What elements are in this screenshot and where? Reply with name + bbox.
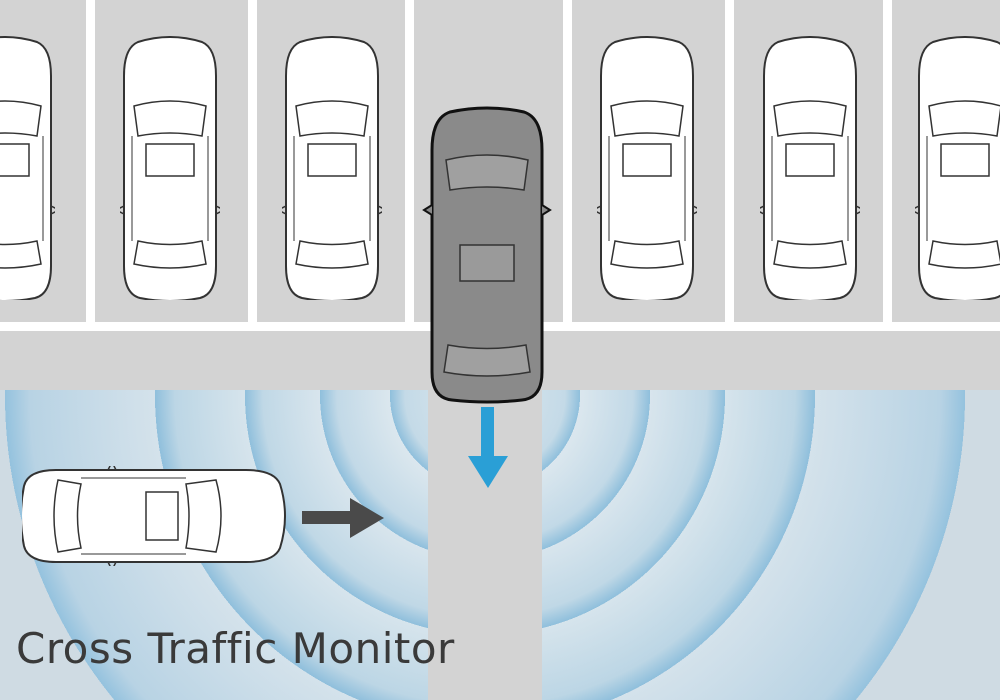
parked-car [0,36,55,300]
parked-car [120,36,220,300]
parked-car [282,36,382,300]
parked-car [760,36,860,300]
parked-car [597,36,697,300]
parked-car [915,36,1000,300]
diagram-caption: Cross Traffic Monitor [16,624,455,673]
crossing-car [22,466,286,566]
reversing-car [422,106,552,404]
arrow-down-icon [468,407,508,488]
arrow-right-icon [302,498,384,538]
